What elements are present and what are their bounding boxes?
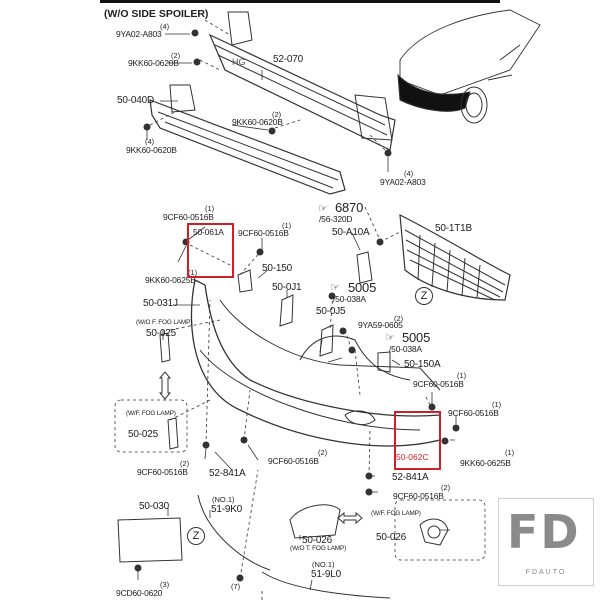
bumper-reinforcement-52-070: HG — [208, 11, 396, 151]
part-label-50-0j1[interactable]: 50-0J1 — [272, 282, 302, 293]
part-label-50-062c[interactable]: 50-062C — [396, 452, 429, 462]
part-label-52-841a[interactable]: 52-841A — [209, 468, 246, 479]
part-label-5005[interactable]: 5005 — [348, 280, 377, 295]
part-label-51-9k0[interactable]: 51-9K0 — [211, 504, 243, 515]
part-label-50-038a[interactable]: /50-038A — [333, 294, 366, 304]
callout-icon-5005: ☞ — [330, 282, 340, 294]
alternate-arrows — [158, 371, 363, 525]
qty-9cd60-0620: (3) — [160, 580, 170, 589]
part-label-9kk60-0620b[interactable]: 9KK60-0620B — [128, 58, 179, 68]
part-label-9kk60-0625b[interactable]: 9KK60-0625B — [145, 275, 196, 285]
part-label-52-841a[interactable]: 52-841A — [392, 472, 429, 483]
part-label-50-150[interactable]: 50-150 — [262, 263, 292, 274]
qty-51-9l0: (NO.1) — [312, 560, 335, 569]
qty-9kk60-0625b-right: (1) — [505, 448, 515, 457]
qty-9cf60-0516b-e: (2) — [180, 459, 190, 468]
part-label-50-030[interactable]: 50-030 — [139, 501, 169, 512]
qty-9cf60-0516b-g: (2) — [441, 483, 451, 492]
part-label-56-320d[interactable]: /56-320D — [319, 214, 353, 224]
highlight-box-50-062c[interactable] — [394, 411, 441, 470]
small-parts — [117, 251, 449, 599]
qty-9ya59-0605: (2) — [394, 314, 404, 323]
dashed-guides — [114, 19, 486, 600]
qty-9kk60-0625b-left: (1) — [188, 268, 198, 277]
logo-brand: FDAUTO — [525, 569, 567, 576]
vehicle-outline — [397, 9, 541, 124]
part-label-50-a10a[interactable]: 50-A10A — [332, 227, 370, 238]
part-label-9ya59-0605[interactable]: 9YA59-0605 — [358, 320, 403, 330]
note-wot-fog-lamp: (W/O T. FOG LAMP) — [290, 545, 347, 552]
callout-icon-6870: ☞ — [318, 203, 328, 215]
leader-lines — [137, 33, 457, 591]
highlight-box-50-061a[interactable] — [187, 223, 234, 278]
part-label-9cf60-0516b[interactable]: 9CF60-0516B — [238, 228, 289, 238]
part-label-9cf60-0516b[interactable]: 9CF60-0516B — [393, 491, 444, 501]
part-label-9cd60-0620[interactable]: 9CD60-0620 — [116, 588, 163, 598]
grille-50-1t1b — [399, 213, 511, 301]
part-label-50-150a[interactable]: 50-150A — [404, 359, 441, 370]
qty-bottom-bolt: (7) — [231, 582, 241, 591]
part-label-6870[interactable]: 6870 — [335, 200, 364, 215]
part-label-9cf60-0516b[interactable]: 9CF60-0516B — [413, 379, 464, 389]
logo-mark: FD — [507, 505, 581, 559]
part-label-50-038a[interactable]: /50-038A — [389, 344, 422, 354]
callout-icon-5005-b: ☞ — [385, 332, 395, 344]
qty-9ya02-a803-left: (4) — [160, 22, 170, 31]
part-label-50-1t1b[interactable]: 50-1T1B — [435, 223, 472, 234]
qty-9cf60-0516b-a: (1) — [205, 204, 215, 213]
qty-9cf60-0516b-b: (1) — [282, 221, 292, 230]
note-wf-fog-lamp: (W/F. FOG LAMP) — [126, 410, 176, 417]
watermark-logo: FD FDAUTO — [498, 498, 594, 586]
zone-marker-z: Z — [415, 287, 433, 305]
part-label-9cf60-0516b[interactable]: 9CF60-0516B — [268, 456, 319, 466]
part-label-9cf60-0516b[interactable]: 9CF60-0516B — [163, 212, 214, 222]
zone-marker-z: Z — [187, 527, 205, 545]
part-label-50-040d[interactable]: 50-040D — [117, 95, 154, 106]
part-label-50-025[interactable]: 50-025 — [146, 328, 176, 339]
qty-9kk60-0620b-b: (2) — [272, 110, 282, 119]
part-label-50-026-fog[interactable]: 50-026 — [376, 532, 406, 543]
part-label-50-025-fog[interactable]: 50-025 — [128, 429, 158, 440]
part-label-9kk60-0620b[interactable]: 9KK60-0620B — [232, 117, 283, 127]
header-rule — [100, 0, 500, 3]
part-label-51-9l0[interactable]: 51-9L0 — [311, 569, 341, 580]
svg-text:HG: HG — [232, 57, 246, 67]
note-wo-f-fog-lamp: (W/O F. FOG LAMP) — [136, 319, 193, 326]
part-label-52-070[interactable]: 52-070 — [273, 54, 303, 65]
qty-9cf60-0516b-f: (2) — [318, 448, 328, 457]
part-label-9cf60-0516b[interactable]: 9CF60-0516B — [137, 467, 188, 477]
qty-51-9k0: (NO.1) — [212, 495, 235, 504]
part-label-5005[interactable]: 5005 — [402, 330, 431, 345]
qty-9ya02-a803-right: (4) — [404, 169, 414, 178]
part-label-9cf60-0516b[interactable]: 9CF60-0516B — [448, 408, 499, 418]
qty-9cf60-0516b-c: (1) — [457, 371, 467, 380]
part-label-9kk60-0625b[interactable]: 9KK60-0625B — [460, 458, 511, 468]
part-label-9kk60-0620b[interactable]: 9KK60-0620B — [126, 145, 177, 155]
qty-9cf60-0516b-d: (1) — [492, 400, 502, 409]
diagram-title: (W/O SIDE SPOILER) — [104, 8, 209, 20]
note-wf-fog-lamp: (W/F. FOG LAMP) — [371, 510, 421, 517]
qty-9kk60-0620b: (2) — [171, 51, 181, 60]
energy-absorber-50-040d — [149, 84, 346, 195]
part-label-50-0j5[interactable]: 50-0J5 — [316, 306, 346, 317]
part-label-9ya02-a803[interactable]: 9YA02-A803 — [116, 29, 162, 39]
part-label-9ya02-a803[interactable]: 9YA02-A803 — [380, 177, 426, 187]
qty-9kk60-0620b-c: (4) — [145, 137, 155, 146]
part-label-50-061a[interactable]: 50-061A — [193, 227, 224, 237]
part-label-50-031j[interactable]: 50-031J — [143, 298, 178, 309]
part-label-50-026[interactable]: 50-026 — [302, 535, 332, 546]
